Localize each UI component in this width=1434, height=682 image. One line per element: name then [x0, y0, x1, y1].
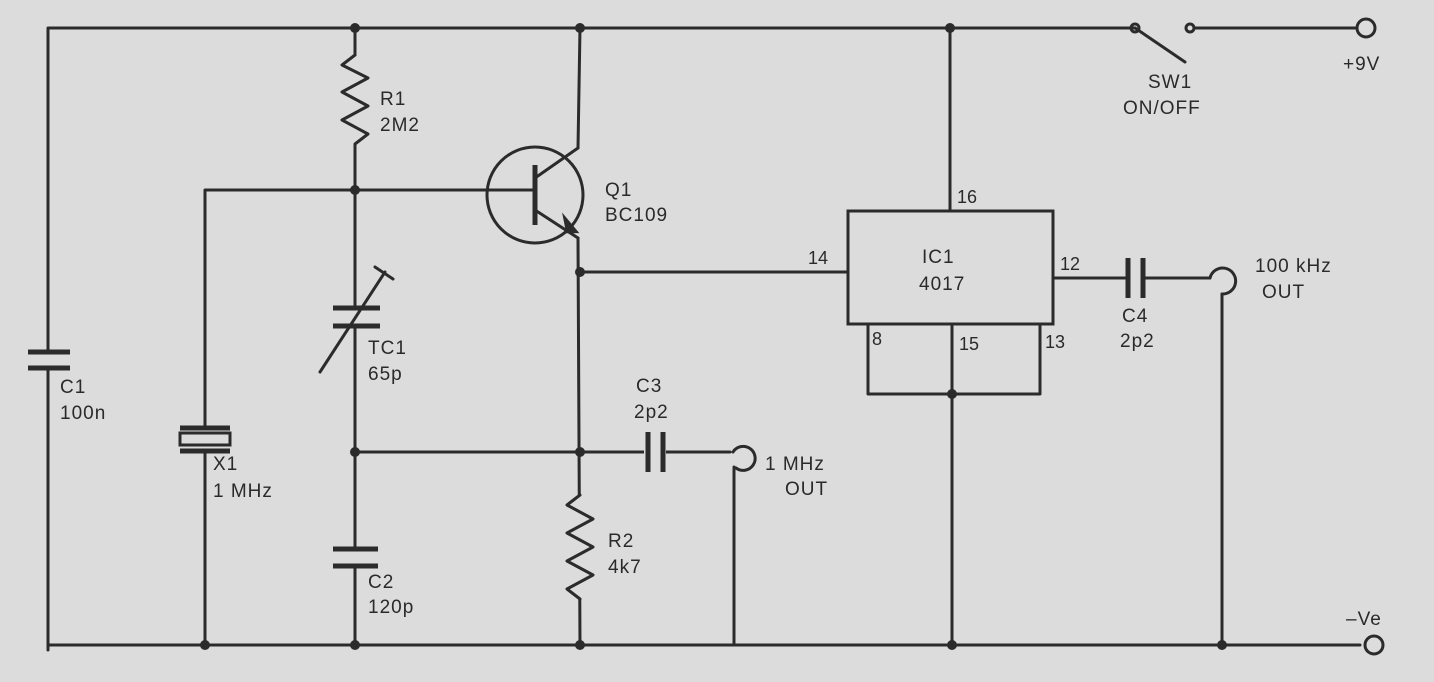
- ic1-counter: [846, 26, 1127, 647]
- tc1-trimmer-capacitor: [318, 265, 395, 374]
- x1-crystal: [178, 418, 232, 647]
- c3-capacitor: [644, 432, 666, 472]
- r1-ref: R1: [380, 89, 406, 110]
- supply-terminal: [1355, 17, 1377, 39]
- x1-ref: X1: [213, 454, 238, 475]
- ic1-pin-12: 12: [1060, 254, 1080, 274]
- x1-value: 1 MHz: [213, 481, 273, 502]
- supply-label: +9V: [1343, 54, 1380, 75]
- ic1-pin-15: 15: [959, 334, 979, 354]
- r1-resistor: [340, 53, 370, 192]
- ic1-pin-13: 13: [1045, 332, 1065, 352]
- c4-capacitor: [1125, 258, 1212, 298]
- c3-ref: C3: [636, 376, 662, 397]
- ground-label: –Ve: [1346, 609, 1382, 630]
- ic1-value: 4017: [919, 274, 965, 295]
- c2-value: 120p: [368, 597, 414, 618]
- c1-ref: C1: [60, 377, 86, 398]
- c4-value: 2p2: [1120, 331, 1155, 352]
- tc1-value: 65p: [368, 364, 403, 385]
- output-socket-1mhz: [731, 444, 757, 647]
- c3-value: 2p2: [634, 402, 669, 423]
- supply-rail: [46, 26, 1357, 652]
- junction-dots: [200, 23, 1227, 650]
- ic1-ref: IC1: [922, 247, 955, 268]
- r2-ref: R2: [608, 531, 634, 552]
- c1-value: 100n: [60, 403, 106, 424]
- c2-capacitor: [333, 546, 378, 569]
- output-socket-100khz: [1208, 266, 1238, 647]
- r1-value: 2M2: [380, 115, 420, 136]
- sw1-switch: [1129, 22, 1196, 64]
- out-1mhz-line1: 1 MHz: [765, 454, 825, 475]
- sw1-value: ON/OFF: [1123, 98, 1201, 119]
- q1-ref: Q1: [605, 180, 632, 201]
- tc1-ref: TC1: [368, 338, 407, 359]
- sw1-ref: SW1: [1148, 72, 1192, 93]
- ic1-pin-16: 16: [957, 187, 977, 207]
- out-100khz-line2: OUT: [1262, 282, 1305, 303]
- ground-terminal: [1363, 634, 1385, 656]
- out-1mhz-line2: OUT: [785, 479, 828, 500]
- c2-ref: C2: [368, 572, 394, 593]
- c4-ref: C4: [1122, 306, 1148, 327]
- r2-value: 4k7: [608, 557, 642, 578]
- q1-value: BC109: [605, 205, 668, 226]
- out-100khz-line1: 100 kHz: [1255, 256, 1332, 277]
- r2-resistor: [565, 493, 595, 601]
- ic1-pin-14: 14: [808, 248, 828, 268]
- ic1-pin-8: 8: [872, 329, 882, 349]
